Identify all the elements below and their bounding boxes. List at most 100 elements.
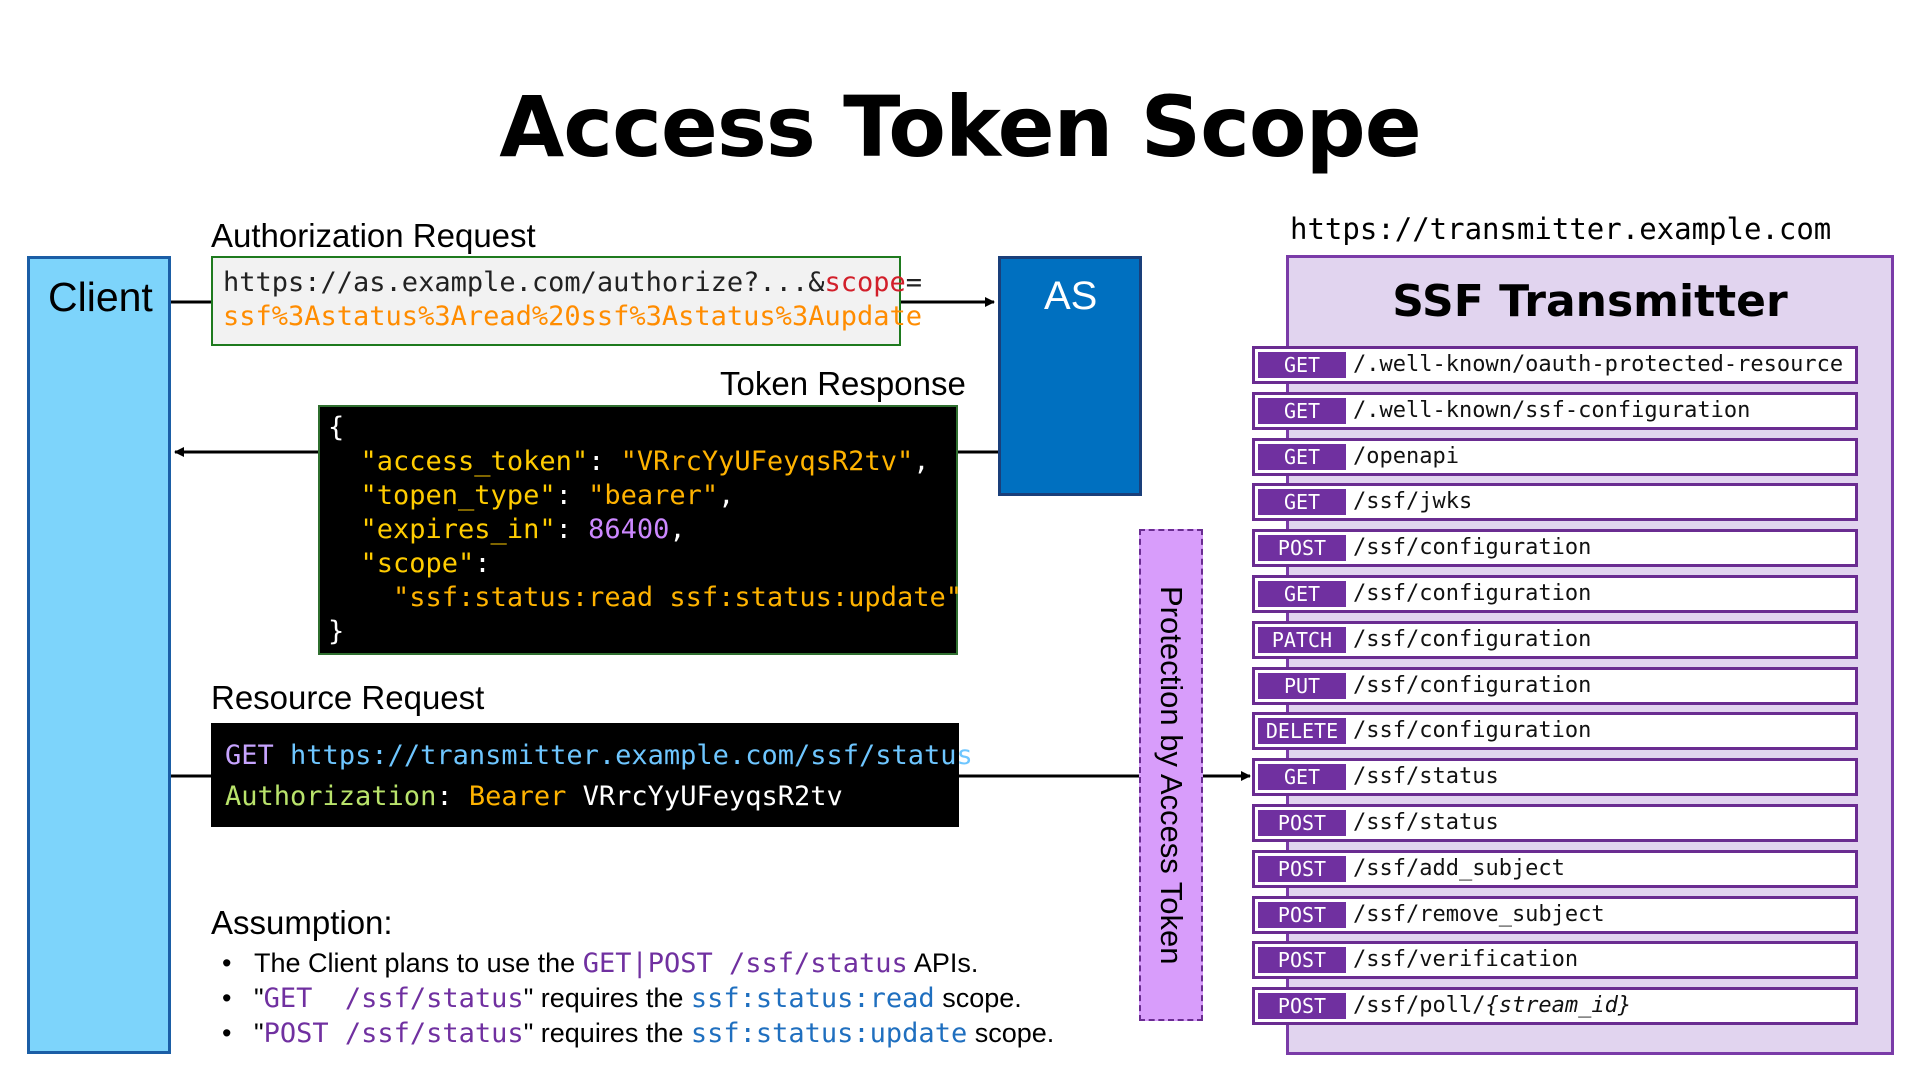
json-value-expires-in: 86400	[588, 514, 670, 545]
resource-request-label: Resource Request	[211, 679, 485, 716]
endpoint-path: /ssf/poll/{stream_id}	[1353, 990, 1631, 1022]
endpoint-path-text: /ssf/configuration	[1353, 672, 1592, 698]
http-method-badge: GET	[1258, 764, 1346, 791]
assumption-list: The Client plans to use the GET|POST /ss…	[222, 946, 1054, 1051]
json-line-token-type: "topen_type": "bearer",	[360, 480, 735, 511]
assumption-api: GET /ssf/status	[263, 983, 524, 1014]
endpoint-path-text: /ssf/remove_subject	[1353, 901, 1605, 927]
assumption-api: GET|POST /ssf/status	[582, 948, 908, 979]
endpoint-path: /ssf/status	[1353, 761, 1499, 793]
request-method: GET	[225, 740, 274, 771]
endpoint-path-text: /ssf/add_subject	[1353, 855, 1565, 881]
endpoint-row: POST/ssf/configuration	[1252, 529, 1858, 568]
endpoint-path: /ssf/verification	[1353, 944, 1578, 976]
authorization-request-label: Authorization Request	[211, 217, 536, 254]
endpoint-row: PUT/ssf/configuration	[1252, 666, 1858, 705]
http-method-badge: POST	[1258, 993, 1346, 1020]
json-line-expires-in: "expires_in": 86400,	[360, 514, 686, 545]
header-name: Authorization	[225, 781, 437, 812]
ssf-transmitter-title: SSF Transmitter	[1392, 276, 1788, 327]
json-open-brace: {	[328, 412, 345, 443]
authorization-url-line: https://as.example.com/authorize?...&sco…	[223, 266, 922, 300]
json-line-access-token: "access_token": "VRrcYyUFeyqsR2tv",	[360, 446, 930, 477]
assumption-text: "	[254, 983, 264, 1013]
assumption-item: The Client plans to use the GET|POST /ss…	[222, 946, 1054, 981]
endpoint-path: /ssf/configuration	[1353, 670, 1591, 702]
endpoint-row: POST/ssf/remove_subject	[1252, 895, 1858, 934]
endpoint-row: GET/openapi	[1252, 437, 1858, 476]
json-value-token-type: "bearer"	[588, 480, 719, 511]
endpoint-path-text: /openapi	[1353, 443, 1459, 469]
endpoint-path: /ssf/configuration	[1353, 715, 1591, 747]
auth-scheme: Bearer	[468, 781, 567, 812]
endpoint-path-text: /.well-known/oauth-protected-resource	[1353, 352, 1844, 377]
http-method-badge: GET	[1258, 397, 1346, 424]
client-box	[27, 256, 171, 1054]
endpoint-path-text: /ssf/configuration	[1353, 535, 1592, 561]
endpoint-path-param: {stream_id}	[1485, 993, 1632, 1019]
http-method-badge: GET	[1258, 443, 1346, 470]
assumption-text: "	[254, 1018, 264, 1048]
endpoint-row: GET /.well-known/ssf-configuration	[1252, 391, 1858, 430]
token-response-box: { "access_token": "VRrcYyUFeyqsR2tv", "t…	[318, 405, 962, 655]
endpoint-row: POST/ssf/status	[1252, 804, 1858, 842]
http-method-badge: PATCH	[1258, 626, 1346, 653]
endpoint-row: PATCH/ssf/configuration	[1252, 620, 1858, 659]
endpoint-path: /ssf/configuration	[1353, 624, 1591, 656]
endpoint-path-text: /ssf/status	[1353, 764, 1499, 790]
access-token-value: VRrcYyUFeyqsR2tv	[582, 781, 843, 812]
endpoint-row: GET/ssf/status	[1252, 758, 1858, 797]
endpoint-row: GET/.well-known/oauth-protected-resource	[1252, 346, 1858, 384]
http-method-badge: POST	[1258, 901, 1346, 928]
http-method-badge: GET	[1258, 581, 1346, 607]
endpoint-path: /.well-known/ssf-configuration	[1353, 395, 1750, 427]
http-method-badge: POST	[1258, 535, 1346, 562]
json-key-scope: "scope"	[360, 548, 475, 579]
http-method-badge: PUT	[1258, 672, 1346, 699]
endpoint-path: /ssf/status	[1353, 807, 1499, 839]
endpoint-row: POST/ssf/add_subject	[1252, 849, 1858, 888]
assumption-text: " requires the	[523, 1018, 691, 1048]
assumption-text: scope.	[934, 983, 1022, 1013]
assumption-title: Assumption:	[211, 904, 393, 941]
assumption-text: APIs.	[907, 948, 979, 978]
scope-param-name: scope	[824, 267, 906, 298]
assumption-text: " requires the	[523, 983, 691, 1013]
endpoint-path-text: /ssf/configuration	[1353, 718, 1592, 744]
token-response-label: Token Response	[720, 365, 966, 402]
http-method-badge: DELETE	[1258, 718, 1346, 745]
endpoint-path: /ssf/jwks	[1353, 486, 1472, 518]
endpoint-path-text: /.well-known/ssf-configuration	[1353, 397, 1751, 423]
assumption-text: scope.	[967, 1018, 1055, 1048]
endpoint-path-text: /ssf/verification	[1353, 947, 1579, 973]
authorization-server-box	[998, 256, 1142, 496]
endpoint-path: /ssf/add_subject	[1353, 853, 1565, 885]
endpoint-path: /.well-known/oauth-protected-resource	[1353, 349, 1843, 381]
http-method-badge: GET	[1258, 489, 1346, 516]
resource-request-box: GET https://transmitter.example.com/ssf/…	[211, 723, 973, 827]
assumption-scope: ssf:status:update	[690, 1018, 968, 1049]
json-line-scope-value: "ssf:status:read ssf:status:update"	[328, 581, 962, 615]
request-url: https://transmitter.example.com/ssf/stat…	[290, 740, 973, 771]
assumption-scope: ssf:status:read	[690, 983, 935, 1014]
http-method-badge: POST	[1258, 947, 1346, 974]
assumption-item: "GET /ssf/status" requires the ssf:statu…	[222, 981, 1054, 1016]
endpoint-path-text: /ssf/status	[1353, 810, 1499, 835]
http-method-badge: POST	[1258, 855, 1346, 882]
json-close-brace: }	[328, 616, 345, 647]
json-value-access-token: "VRrcYyUFeyqsR2tv"	[620, 446, 914, 477]
endpoint-path: /ssf/configuration	[1353, 532, 1591, 564]
assumption-api: POST /ssf/status	[263, 1018, 524, 1049]
endpoint-row: GET/ssf/jwks	[1252, 483, 1858, 522]
endpoint-row: DELETE/ssf/configuration	[1252, 712, 1858, 751]
http-method-badge: POST	[1258, 810, 1346, 836]
protection-box	[1139, 529, 1203, 1021]
json-key-access-token: "access_token"	[360, 446, 589, 477]
json-value-scope: "ssf:status:read ssf:status:update"	[393, 582, 962, 613]
endpoint-row: POST/ssf/verification	[1252, 941, 1858, 980]
endpoint-row: POST/ssf/poll/{stream_id}	[1252, 987, 1858, 1026]
protection-label: Protection by Access Token	[1154, 585, 1189, 965]
endpoint-row: GET/ssf/configuration	[1252, 575, 1858, 613]
authorization-header-line: Authorization: Bearer VRrcYyUFeyqsR2tv	[225, 781, 843, 812]
